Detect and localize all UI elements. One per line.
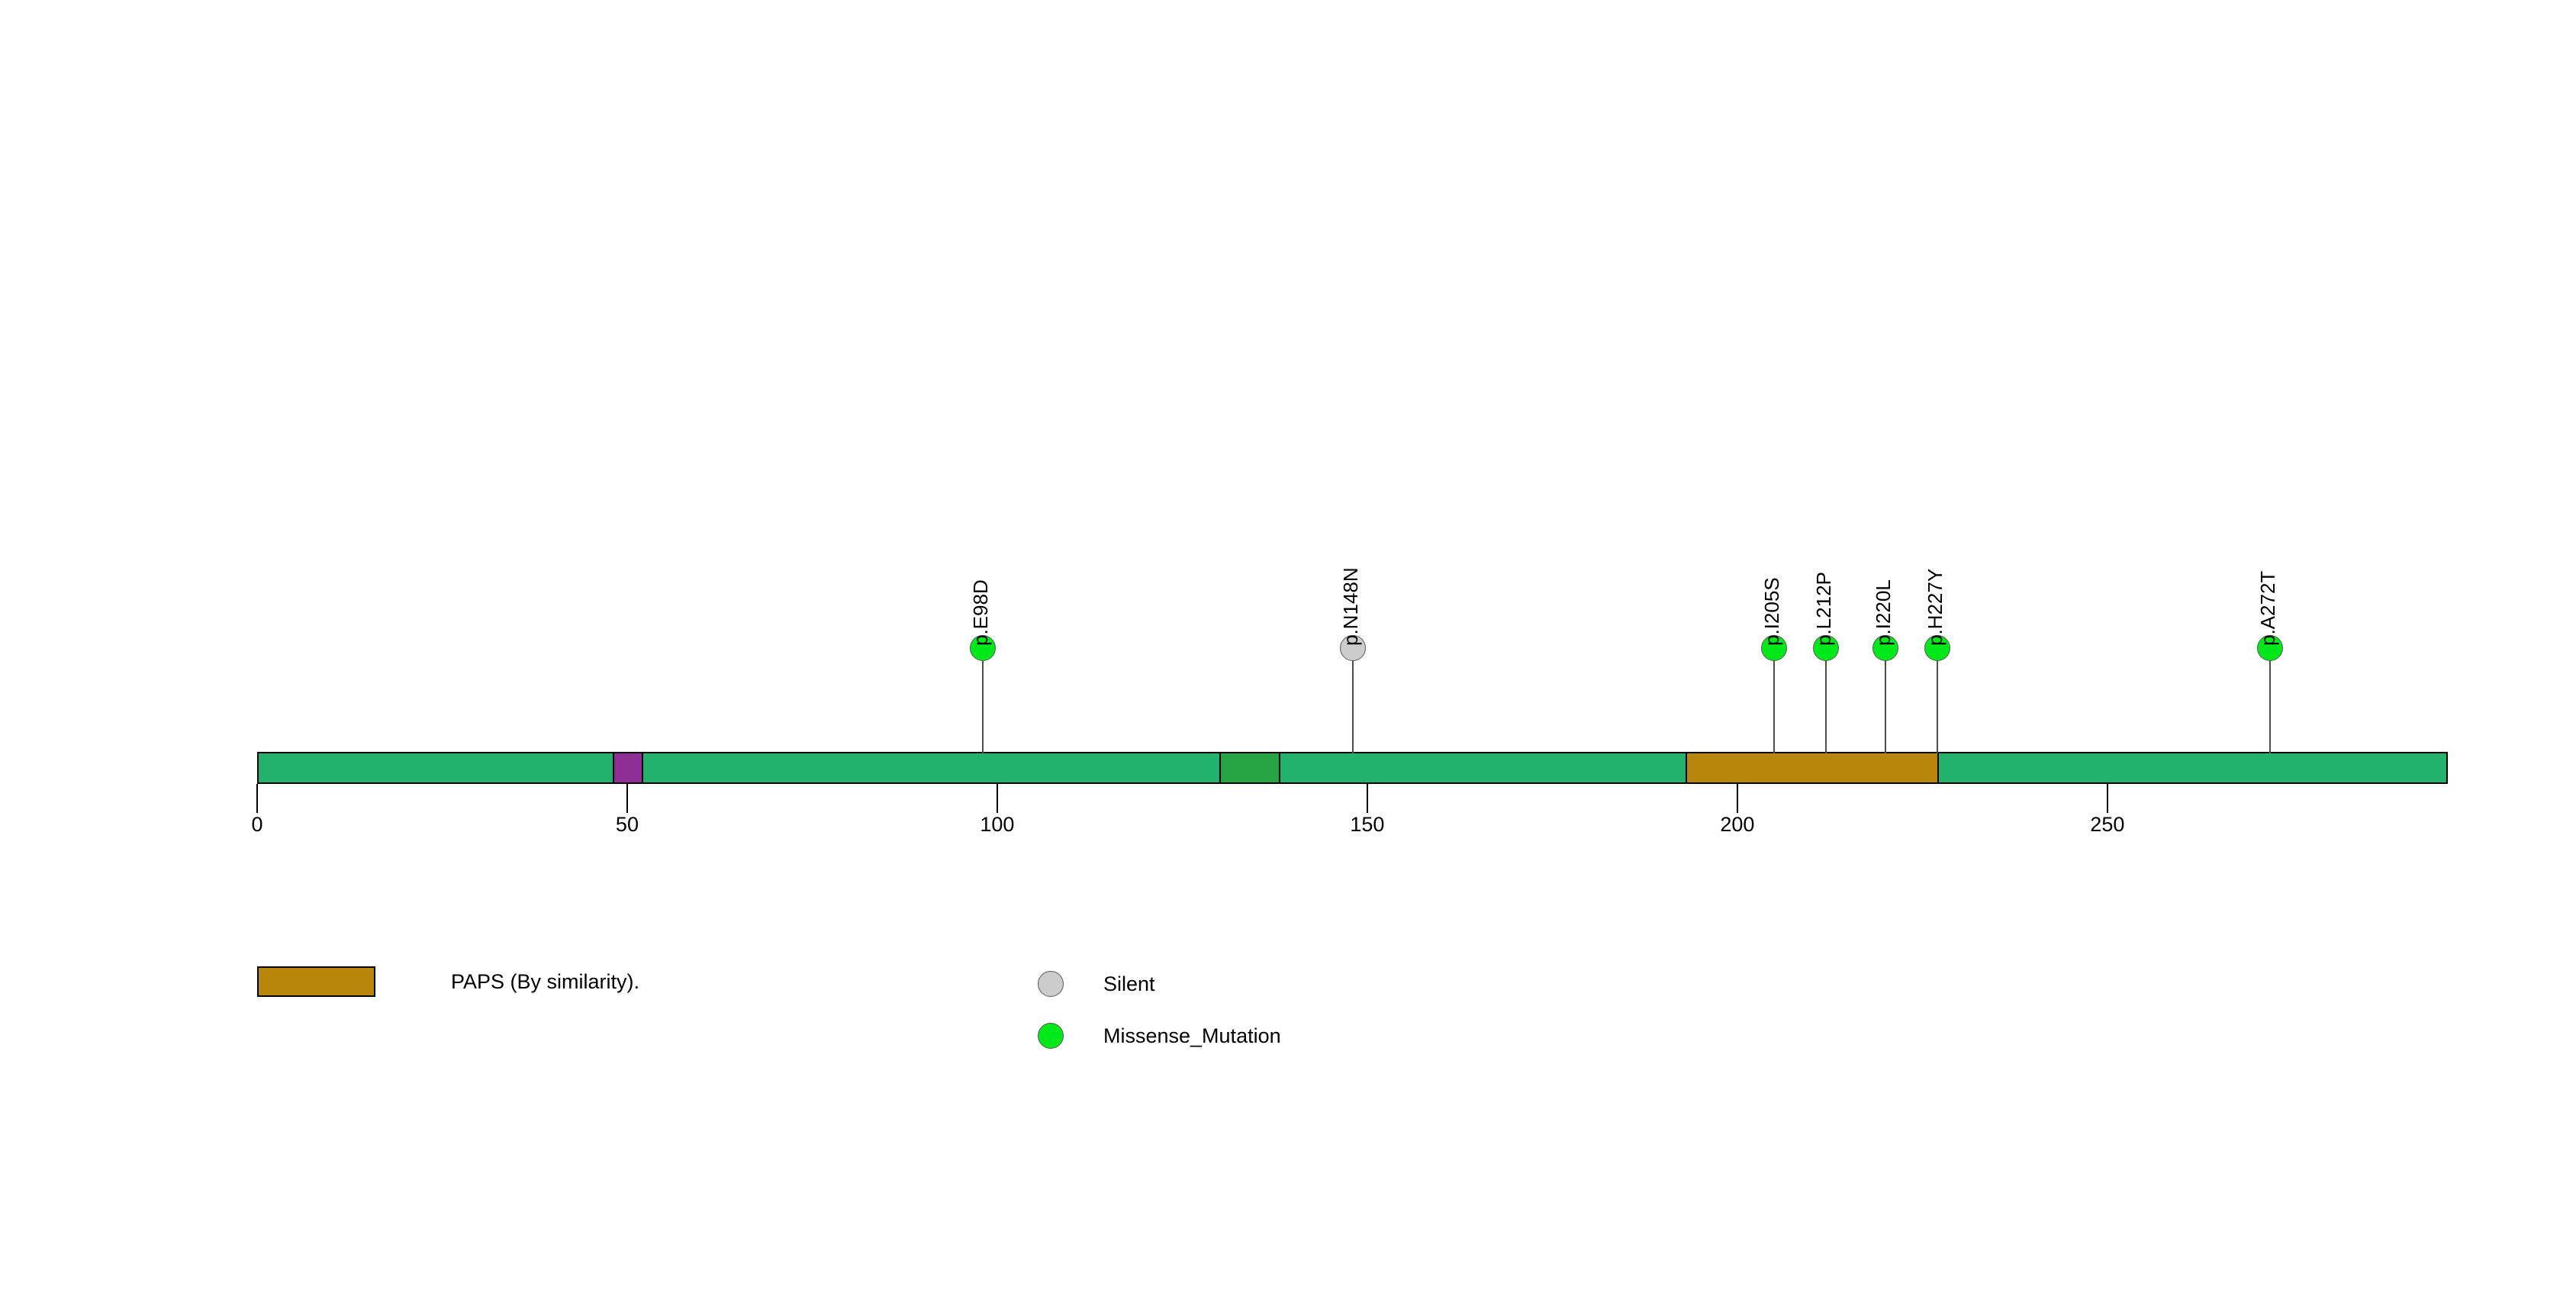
paps-domain-swatch [257,966,375,997]
mutation-legend-item[interactable]: Silent [1038,958,1281,1010]
domain-segment-purple[interactable] [612,753,644,782]
lollipop-stem [1351,648,1354,753]
lollipop-head[interactable] [969,635,996,661]
lollipop-stem [1773,648,1776,753]
residue-axis: 0 50 100 150 200 250 [0,784,2576,853]
lollipop-stem [2269,648,2272,753]
axis-tick [2106,784,2108,813]
lollipop-label: p.A272T [2256,570,2280,646]
axis-tick [626,784,628,813]
mutation-legend-dot [1038,971,1064,997]
axis-tick-label: 0 [251,813,263,836]
lollipop-label: p.I220L [1871,579,1895,646]
mutation-legend-label: Silent [1103,972,1155,995]
domain-segment-dark-green[interactable] [1219,753,1280,782]
axis-tick-label: 250 [2090,813,2125,836]
lollipop-head[interactable] [1924,635,1950,661]
axis-tick [996,784,998,813]
mutation-legend-dot [1038,1023,1064,1049]
paps-domain-label: PAPS (By similarity). [451,969,640,993]
mutation-legend-item[interactable]: Missense_Mutation [1038,1010,1281,1062]
axis-tick [1366,784,1368,813]
axis-tick [256,784,258,813]
domain-legend: PAPS (By similarity). [257,966,639,997]
axis-tick [1736,784,1738,813]
lollipop-label: p.N148N [1338,567,1362,646]
axis-tick-label: 50 [615,813,639,836]
protein-backbone[interactable] [257,752,2448,784]
axis-tick-label: 150 [1350,813,1385,836]
lollipop-stem [1884,648,1886,753]
lollipop-label: p.H227Y [1923,568,1946,646]
lollipop-label: p.L212P [1812,572,1836,646]
lollipop-stem [1936,648,1938,753]
lollipop-label: p.I205S [1760,577,1784,646]
mutation-legend-label: Missense_Mutation [1103,1024,1281,1047]
lollipop-head[interactable] [1813,635,1840,661]
lollipop-head[interactable] [2257,635,2284,661]
lollipop-head[interactable] [1761,635,1788,661]
axis-tick-label: 100 [980,813,1015,836]
lollipop-head[interactable] [1339,635,1366,661]
lollipop-head[interactable] [1872,635,1898,661]
lollipop-stem [1825,648,1827,753]
lollipop-stem [981,648,984,753]
axis-tick-label: 200 [1720,813,1755,836]
domain-segment-paps[interactable] [1685,753,1939,782]
lollipop-label: p.E98D [968,579,992,646]
